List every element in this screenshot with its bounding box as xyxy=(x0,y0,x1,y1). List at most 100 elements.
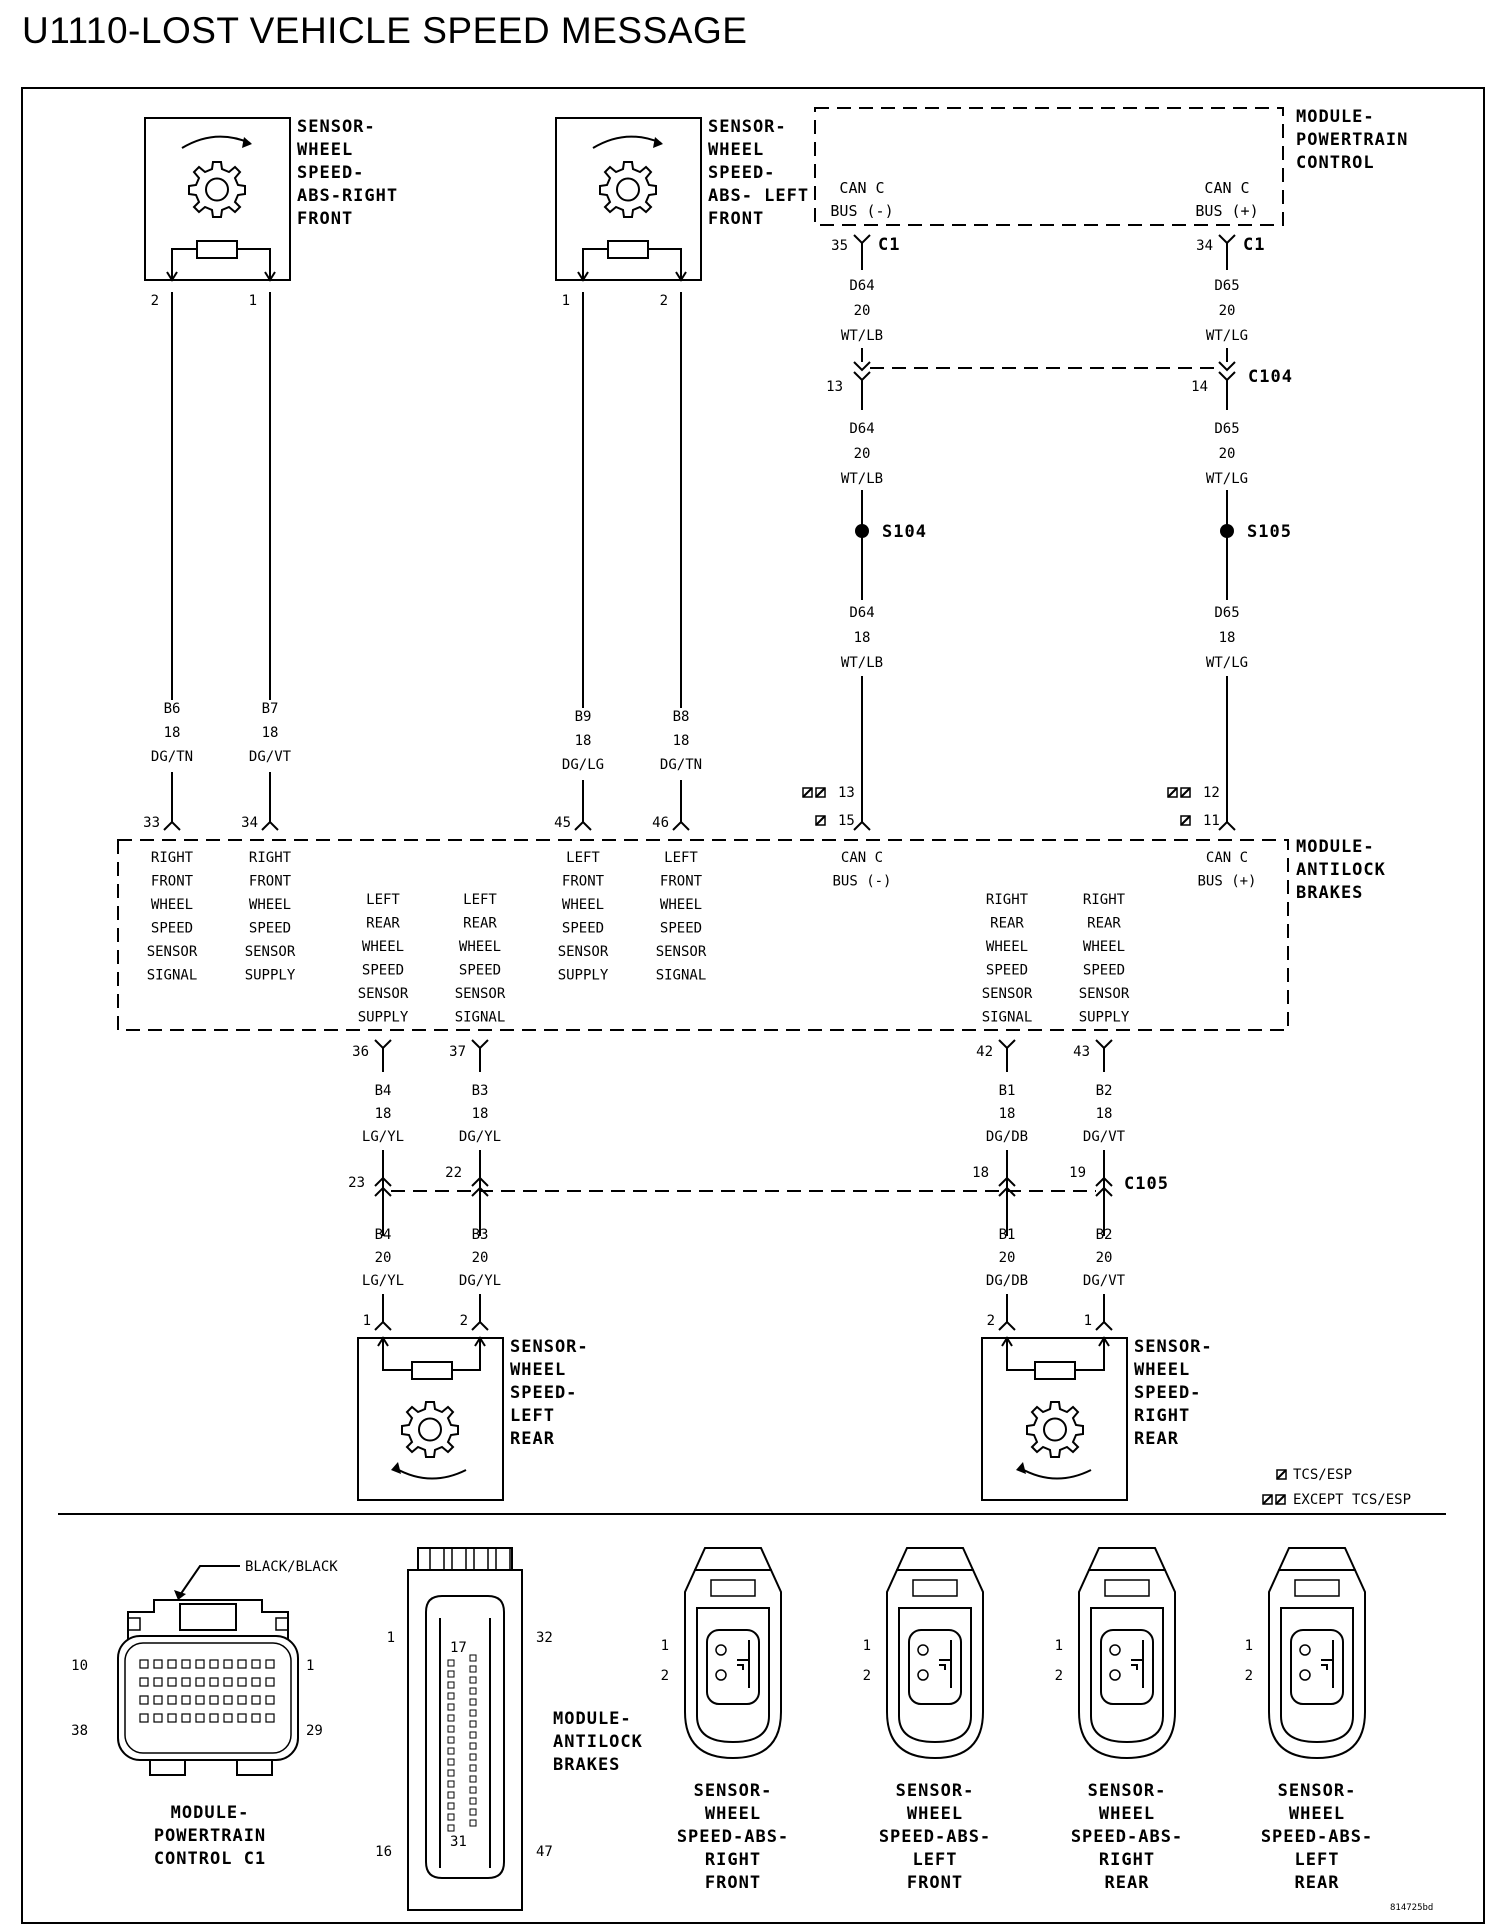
pin-cavity xyxy=(209,1659,219,1669)
lr-pin-2: 2 xyxy=(460,1313,468,1329)
pin-cavity xyxy=(195,1677,205,1687)
sensor-conn-caption-5: FRONT xyxy=(907,1873,963,1893)
abs-pin-labels: RIGHTFRONTWHEELSPEEDSENSORSIGNALRIGHTFRO… xyxy=(147,850,1257,1026)
abs-conn-pin-32: 32 xyxy=(536,1630,553,1646)
abs-pin-37: 37 xyxy=(449,1044,466,1060)
pin-cavity xyxy=(265,1677,275,1687)
abs-label-rf-supply-1: RIGHT xyxy=(249,850,292,866)
sensor-conn-pin-2: 2 xyxy=(1055,1668,1063,1684)
abs-label-rf-supply-3: WHEEL xyxy=(249,897,291,913)
pin-cavity xyxy=(237,1713,247,1723)
wire-b2-18-gauge: 18 xyxy=(1096,1106,1113,1122)
abs-pin-34: 34 xyxy=(241,815,258,831)
pin-cavity xyxy=(209,1713,219,1723)
gear-icon xyxy=(188,161,246,218)
wire-b7-code: B7 xyxy=(262,701,279,717)
pin-cavity xyxy=(251,1659,261,1669)
sensor-conn-caption-3: SPEED-ABS- xyxy=(1261,1827,1373,1847)
abs-label-rf-signal-2: FRONT xyxy=(151,874,194,890)
wire-d65-20b-code: D65 xyxy=(1214,421,1239,437)
abs-label-rf-signal-5: SENSOR xyxy=(147,944,198,960)
abs-label-can-plus-1: CAN C xyxy=(1206,850,1248,866)
c104-label: C104 xyxy=(1248,367,1293,387)
diagram-frame xyxy=(21,87,1485,1924)
wire-b1-18-code: B1 xyxy=(999,1083,1016,1099)
abs-label-can-minus-2: BUS (-) xyxy=(832,874,891,890)
pcm-can-plus-2: BUS (+) xyxy=(1195,202,1258,220)
abs-conn-pin-31: 31 xyxy=(450,1834,467,1850)
pcm-c1-caption-1: MODULE- xyxy=(171,1803,250,1823)
c104-pin-13: 13 xyxy=(826,379,843,395)
pin-cavity xyxy=(237,1659,247,1669)
pin-cavity xyxy=(181,1659,191,1669)
pin-cavity xyxy=(447,1725,455,1733)
pin-cavity xyxy=(447,1824,455,1832)
pin-cavity xyxy=(447,1681,455,1689)
gear-icon xyxy=(1026,1401,1084,1458)
abs-label-lf-signal-4: SPEED xyxy=(660,921,702,937)
pin-cavity xyxy=(139,1713,149,1723)
wire-b8-color: DG/TN xyxy=(660,757,702,773)
abs-label-lr-supply-1: LEFT xyxy=(366,892,400,908)
pcm-title-1: MODULE- xyxy=(1296,107,1375,127)
pin-cavity xyxy=(469,1819,477,1827)
wire-d64-18-code: D64 xyxy=(849,605,874,621)
pin-cavity xyxy=(139,1659,149,1669)
pin-cavity xyxy=(469,1775,477,1783)
legend-except: EXCEPT TCS/ESP xyxy=(1293,1492,1411,1508)
abs-label-lf-supply-6: SUPPLY xyxy=(558,968,609,984)
rr-pin-1: 1 xyxy=(1084,1313,1092,1329)
abs-conn-pin-1: 1 xyxy=(387,1630,395,1646)
pin-cavity xyxy=(181,1695,191,1705)
wire-b9-color: DG/LG xyxy=(562,757,604,773)
wire-b2-20-color: DG/VT xyxy=(1083,1273,1126,1289)
gear-icon xyxy=(401,1401,459,1458)
wire-d64-20b-color: WT/LB xyxy=(841,471,883,487)
abs-label-rr-supply-5: SENSOR xyxy=(1079,986,1130,1002)
rr-sensor-title-4: RIGHT xyxy=(1134,1406,1190,1426)
abs-label-lr-supply-3: WHEEL xyxy=(362,939,404,955)
sensor-conn-caption-2: WHEEL xyxy=(1099,1804,1155,1824)
wire-b4-20-color: LG/YL xyxy=(362,1273,404,1289)
sensor-conn-caption-1: SENSOR- xyxy=(896,1781,975,1801)
sensor-conn-caption-3: SPEED-ABS- xyxy=(879,1827,991,1847)
pcm-connector-c1-minus: C1 xyxy=(878,235,900,255)
splice-s104-label: S104 xyxy=(882,522,927,542)
abs-pin-36: 36 xyxy=(352,1044,369,1060)
wire-d64-18-gauge: 18 xyxy=(854,630,871,646)
pcm-title-2: POWERTRAIN xyxy=(1296,130,1408,150)
abs-label-can-plus-2: BUS (+) xyxy=(1197,874,1256,890)
pin-cavity xyxy=(469,1731,477,1739)
wire-b4-18-gauge: 18 xyxy=(375,1106,392,1122)
abs-label-lr-signal-2: REAR xyxy=(463,916,497,932)
sensor-conn-caption-5: REAR xyxy=(1295,1873,1340,1893)
abs-conn-pin-47: 47 xyxy=(536,1844,553,1860)
option-markers xyxy=(802,787,1191,826)
abs-pin-45: 45 xyxy=(554,815,571,831)
abs-label-lr-signal-5: SENSOR xyxy=(455,986,506,1002)
c104-pin-14: 14 xyxy=(1191,379,1208,395)
pin-cavity xyxy=(153,1713,163,1723)
pin-cavity xyxy=(251,1695,261,1705)
abs-label-lf-supply-1: LEFT xyxy=(566,850,600,866)
abs-label-rr-supply-4: SPEED xyxy=(1083,963,1125,979)
pin-cavity xyxy=(447,1659,455,1667)
abs-conn-caption-1: MODULE- xyxy=(553,1709,632,1729)
abs-label-lr-supply-6: SUPPLY xyxy=(358,1010,409,1026)
pin-cavity xyxy=(265,1659,275,1669)
legend-tcs: TCS/ESP xyxy=(1293,1467,1352,1483)
abs-label-lf-signal-3: WHEEL xyxy=(660,897,702,913)
wire-b1-18-color: DG/DB xyxy=(986,1129,1028,1145)
pin-cavity xyxy=(223,1659,233,1669)
abs-label-lf-supply-4: SPEED xyxy=(562,921,604,937)
abs-label-lf-supply-3: WHEEL xyxy=(562,897,604,913)
abs-label-rf-supply-2: FRONT xyxy=(249,874,292,890)
sensor-conn-caption-2: WHEEL xyxy=(907,1804,963,1824)
rf-sensor-title-2: WHEEL xyxy=(297,140,353,160)
splice-s105 xyxy=(1220,524,1234,538)
pin-cavity xyxy=(447,1813,455,1821)
sensor-conn-pin-1: 1 xyxy=(863,1638,871,1654)
pcm-c1-caption-2: POWERTRAIN xyxy=(154,1826,266,1846)
